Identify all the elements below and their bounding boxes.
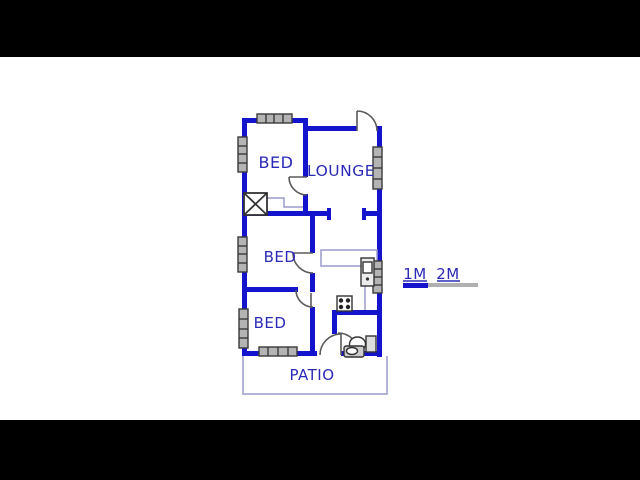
door-bed3	[295, 289, 314, 308]
wall-bathroom-top	[332, 310, 382, 315]
window-bed3-left	[238, 308, 249, 349]
room-label-bed1: BED	[259, 153, 294, 172]
jamb-tick-left	[327, 208, 331, 220]
kitchen-sink-icon	[360, 257, 375, 287]
letterbox-top	[0, 0, 640, 57]
kitchen-counter-icon	[320, 249, 378, 267]
room-label-patio: PATIO	[289, 366, 334, 384]
labels: BED LOUNGE BED BED PATIO 1M 2M	[254, 153, 460, 384]
wall-bed2-right-lower	[310, 273, 315, 292]
window-lounge-right	[372, 146, 383, 190]
fixtures	[243, 192, 377, 358]
wall-right	[377, 126, 382, 357]
window-bed3-bottom	[258, 346, 298, 357]
wall-bed2-bed3-divider	[242, 287, 298, 292]
stove-icon	[336, 295, 353, 312]
room-label-lounge: LOUNGE	[307, 162, 375, 180]
wall-hall-left	[242, 211, 331, 216]
wall-bed3-right	[310, 307, 315, 351]
wall-bathroom-left	[332, 310, 337, 334]
scale-bar	[403, 280, 478, 288]
door-bed1	[288, 176, 308, 196]
door-bed2	[292, 252, 314, 274]
door-patio	[319, 333, 342, 356]
wall-hall-right-stub	[362, 211, 382, 216]
scale-label-1m: 1M	[403, 265, 427, 283]
wall-bed1-lounge-lower	[303, 194, 308, 216]
door-front-entrance	[356, 110, 378, 132]
wall-bed1-lounge-upper	[303, 118, 308, 177]
room-label-bed2: BED	[264, 248, 297, 266]
windows	[237, 113, 383, 357]
patio-outline	[242, 356, 388, 395]
wall-lounge-top	[303, 126, 357, 131]
window-bed2-left	[237, 236, 248, 273]
scale-bar-segment-2m	[428, 283, 478, 287]
window-bed1-top	[256, 113, 293, 124]
letterbox-bottom	[0, 420, 640, 480]
window-bed1-left	[237, 136, 248, 173]
built-in-closet-icon	[267, 197, 303, 208]
bathroom-basin-icon	[343, 345, 365, 358]
duct-shaft-icon	[243, 192, 268, 216]
room-label-bed3: BED	[254, 314, 287, 332]
wall-bed2-right-upper	[310, 216, 315, 253]
jamb-tick-right	[362, 208, 366, 220]
scale-bar-segment-1m	[403, 283, 428, 288]
scale-label-2m: 2M	[436, 265, 460, 283]
